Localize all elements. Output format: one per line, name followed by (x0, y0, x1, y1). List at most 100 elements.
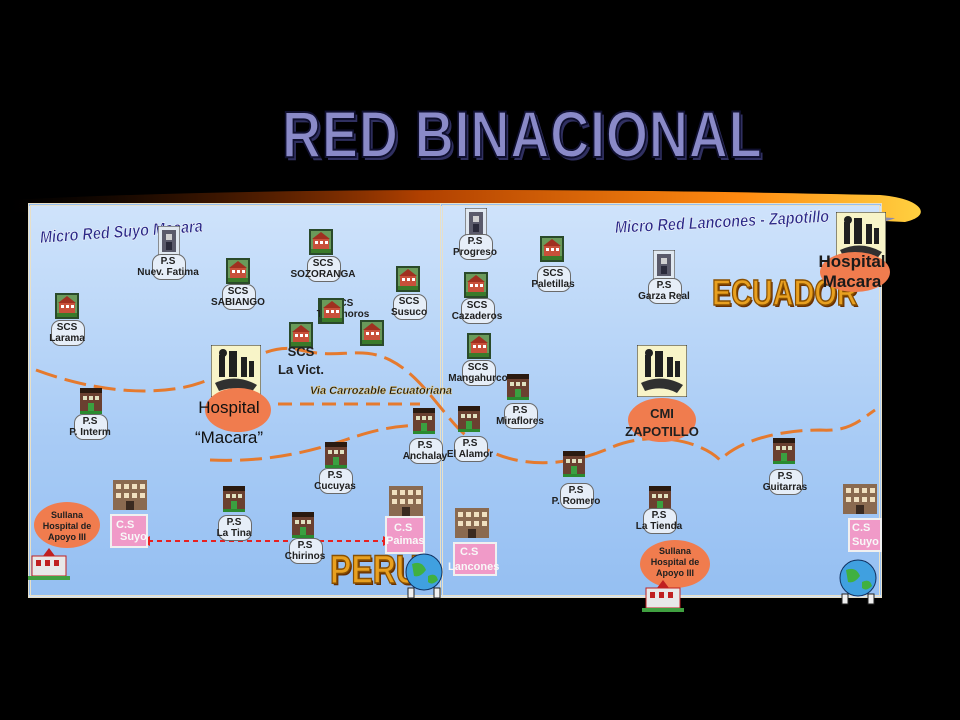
ps-la-tina-name: La Tina (216, 528, 252, 539)
cmi-zapotillo-shape (628, 398, 696, 442)
scs-sabiango-name: SABIANGO (211, 297, 265, 308)
ps-la-tina-label: P.S (226, 517, 242, 528)
cs-lancones-name: Lancones (448, 561, 500, 573)
cs-suyo-left-icon (113, 478, 147, 523)
ps-garza-real-label: P.S (656, 280, 672, 291)
ps-la-tina-icon (223, 486, 245, 517)
ps-garza-real-badge (648, 278, 682, 304)
hospital-macara-left-name: “Macara” (194, 428, 263, 447)
cs-lancones-icon (455, 506, 489, 551)
ps-guitarras-icon (773, 438, 795, 469)
sullana-left-ambulance-icon (28, 548, 70, 587)
cs-paimas-icon (389, 484, 423, 529)
ps-cucuyas-badge (319, 468, 353, 494)
ps-progreso-label: P.S (467, 236, 483, 247)
ps-p-interm-name: P. Interm (69, 427, 111, 438)
cs-paimas-name: Paimas (386, 535, 425, 547)
scs-tacamoros-icon2 (320, 298, 344, 329)
ps-guitarras-badge (769, 469, 803, 495)
scs-cazaderos-icon (464, 272, 488, 303)
scs-extra-icon (360, 320, 384, 351)
scs-paletillas-icon (540, 236, 564, 267)
ps-chirinos-badge (289, 538, 323, 564)
scs-susuco-icon (396, 266, 420, 297)
hospital-macara-left-label: Hospital (198, 398, 260, 417)
ps-el-alamor-icon (458, 406, 480, 437)
ps-progreso-badge (459, 234, 493, 260)
ps-p-interm-label: P.S (82, 416, 98, 427)
scs-sabiango-badge (222, 284, 256, 310)
ps-miraflores-icon (507, 374, 529, 405)
ps-nuev-fatima-badge (152, 254, 186, 280)
ps-miraflores-badge (504, 403, 538, 429)
cs-suyo-left-name: Suyo (120, 531, 147, 543)
hospital-macara-left-icon (210, 344, 262, 402)
ps-el-alamor-label: P.S (462, 438, 478, 449)
ps-guitarras-label: P.S (777, 471, 793, 482)
cs-suyo-right-box (848, 518, 882, 552)
ps-chirinos-name: Chirinos (284, 551, 326, 562)
peru-globe-icon (402, 550, 446, 605)
scs-paletillas-label: SCS (542, 268, 564, 279)
ps-guitarras-name: Guitarras (762, 482, 808, 493)
cs-suyo-left-label: C.S (116, 519, 135, 531)
scs-susuco-badge (393, 294, 427, 320)
ps-la-tienda-badge (643, 508, 677, 534)
ps-nuev-fatima-icon (157, 225, 181, 261)
scs-sozoranga-badge (307, 256, 341, 282)
scs-sozoranga-icon (309, 229, 333, 260)
ps-cucuyas-icon (325, 442, 347, 473)
sullana-right-shape (640, 540, 710, 588)
sullana-right-line3: Apoyo III (656, 568, 694, 578)
ps-el-alamor-name: El Alamor (446, 449, 494, 460)
road-label: Via Carrozable Ecuatoriana (310, 385, 453, 397)
hospital-macara-right-name: Macara (822, 272, 882, 291)
scs-susuco-name: Susuco (390, 307, 428, 318)
scs-susuco-label: SCS (398, 296, 420, 307)
ps-anchalay-label: P.S (417, 440, 433, 451)
hospital-macara-left-shape (205, 388, 271, 432)
cs-lancones-box (453, 542, 497, 576)
scs-sozoranga-name: SOZORANGA (290, 269, 356, 280)
sullana-left-shape (34, 502, 100, 548)
scs-paletillas-name: Paletillas (531, 279, 575, 290)
ecuador-globe-icon (836, 556, 880, 611)
ps-chirinos-label: P.S (297, 540, 313, 551)
ps-anchalay-icon (413, 408, 435, 439)
sullana-right-line2: Hospital de (650, 557, 700, 567)
scs-mangahurco-name: Mangahurco (448, 373, 508, 384)
scs-larama-badge (51, 320, 85, 346)
cs-paimas-label: C.S (394, 522, 413, 534)
scs-cazaderos-name: Cazaderos (451, 311, 503, 322)
cmi-zapotillo-label: CMI (650, 406, 674, 421)
ps-cucuyas-label: P.S (327, 470, 343, 481)
hospital-macara-right-label: Hospital (818, 252, 886, 271)
ps-p-interm-icon (80, 388, 102, 419)
cmi-zapotillo-name: ZAPOTILLO (625, 424, 699, 439)
ps-garza-real-name: Garza Real (638, 291, 690, 302)
scs-la-vict-label: SCS (287, 344, 315, 359)
ps-cucuyas-name: Cucuyas (314, 481, 356, 492)
scs-larama-icon (55, 293, 79, 324)
sullana-right-ambulance-icon (642, 580, 684, 619)
ps-la-tienda-name: La Tienda (635, 521, 683, 532)
ps-chirinos-icon (292, 512, 314, 543)
scs-sabiango-label: SCS (227, 286, 249, 297)
sullana-right-label: Sullana (658, 546, 691, 556)
scs-mangahurco-icon (467, 333, 491, 364)
scs-larama-name: Larama (49, 333, 85, 344)
ps-nuev-fatima-name: Nuev. Fatima (137, 267, 199, 278)
cmi-zapotillo-icon (636, 344, 688, 402)
scs-sozoranga-label: SCS (312, 258, 334, 269)
ps-p-romero-label: P.S (568, 485, 584, 496)
page-title: RED BINACIONAL (281, 96, 763, 172)
cs-suyo-right-icon (843, 482, 877, 527)
ps-progreso-name: Progreso (453, 247, 497, 258)
ps-p-romero-name: P. Romero (551, 496, 601, 507)
cs-lancones-label: C.S (460, 546, 479, 558)
cs-suyo-left-box (110, 514, 148, 548)
scs-la-vict-icon (289, 322, 313, 353)
scs-la-vict-name: La Vict. (277, 362, 324, 377)
sullana-left-label: Sullana (50, 510, 83, 520)
ps-la-tina-badge (218, 515, 252, 541)
